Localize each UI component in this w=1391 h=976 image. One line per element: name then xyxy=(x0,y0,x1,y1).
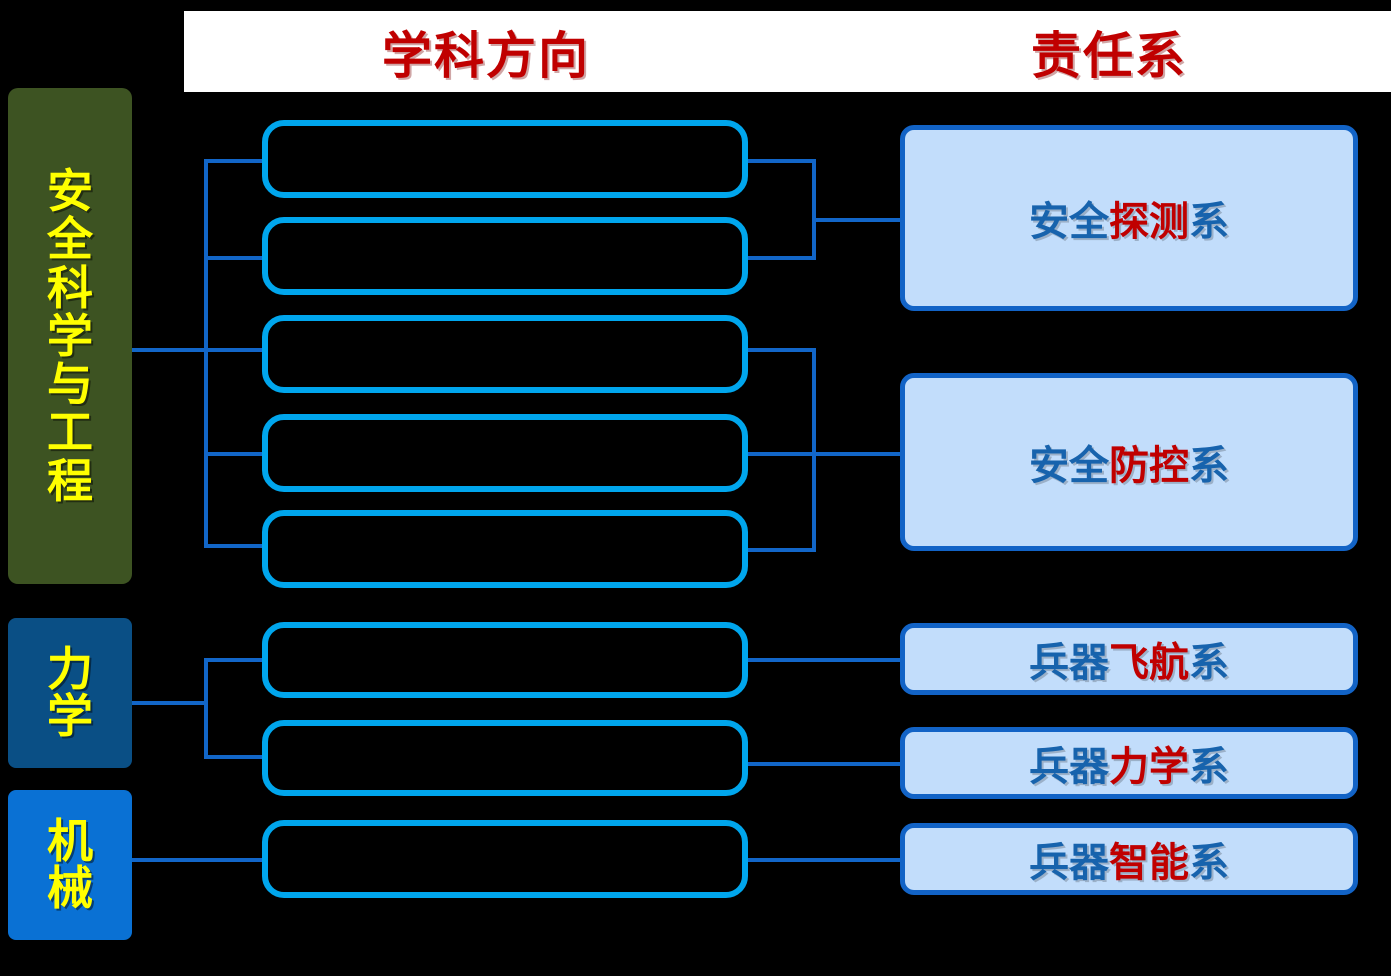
department-label: 兵器力学系 xyxy=(1029,734,1229,792)
connector-out-dir-1 xyxy=(748,159,816,163)
direction-box-3[interactable] xyxy=(262,315,748,393)
discipline-char: 工 xyxy=(47,405,93,460)
department-prefix: 安全 xyxy=(1029,199,1109,245)
connector-branch-dir-4 xyxy=(204,452,264,456)
discipline-char: 学 xyxy=(47,308,93,363)
department-weapon-flight[interactable]: 兵器飞航系 xyxy=(900,623,1358,695)
connector-trunk-safety xyxy=(132,348,206,352)
discipline-safety-science-engineering[interactable]: 安 全 科 学 与 工 程 xyxy=(8,88,132,584)
direction-box-1[interactable] xyxy=(262,120,748,198)
connector-out-dir-2 xyxy=(748,256,816,260)
department-highlight: 力学 xyxy=(1109,744,1189,790)
discipline-char: 安 xyxy=(47,163,93,218)
connector-branch-dir-6 xyxy=(204,658,264,662)
direction-box-2[interactable] xyxy=(262,217,748,295)
discipline-machinery[interactable]: 机 械 xyxy=(8,790,132,940)
connector-branch-dir-2 xyxy=(204,256,264,260)
connector-trunk-machinery xyxy=(132,858,264,862)
department-safety-detection[interactable]: 安全探测系 xyxy=(900,125,1358,311)
connector-branch-dir-7 xyxy=(204,755,264,759)
department-label: 安全探测系 xyxy=(1029,189,1229,247)
department-suffix: 系 xyxy=(1189,640,1229,686)
connector-spine-safety xyxy=(204,159,208,548)
connector-into-weapon-flight xyxy=(748,658,902,662)
department-suffix: 系 xyxy=(1189,443,1229,489)
connector-into-prevention xyxy=(812,452,902,456)
department-prefix: 兵器 xyxy=(1029,640,1109,686)
discipline-char: 程 xyxy=(47,453,93,508)
connector-into-weapon-intelligence xyxy=(748,858,902,862)
department-label: 安全防控系 xyxy=(1029,433,1229,491)
discipline-mechanics[interactable]: 力 学 xyxy=(8,618,132,768)
department-prefix: 兵器 xyxy=(1029,744,1109,790)
connector-into-detection xyxy=(812,218,902,222)
department-suffix: 系 xyxy=(1189,199,1229,245)
discipline-char: 科 xyxy=(47,260,93,315)
connector-out-dir-3 xyxy=(748,348,816,352)
department-prefix: 兵器 xyxy=(1029,840,1109,886)
department-highlight: 飞航 xyxy=(1109,640,1189,686)
department-suffix: 系 xyxy=(1189,840,1229,886)
department-suffix: 系 xyxy=(1189,744,1229,790)
department-weapon-mechanics[interactable]: 兵器力学系 xyxy=(900,727,1358,799)
connector-into-weapon-mechanics xyxy=(748,762,902,766)
connector-branch-dir-5 xyxy=(204,544,264,548)
department-highlight: 智能 xyxy=(1109,840,1189,886)
header-banner: 学科方向 责任系 xyxy=(184,11,1391,92)
department-label: 兵器智能系 xyxy=(1029,830,1229,888)
direction-box-4[interactable] xyxy=(262,414,748,492)
connector-branch-dir-3 xyxy=(204,348,264,352)
discipline-char: 力 xyxy=(47,642,93,697)
connector-out-dir-4 xyxy=(748,452,816,456)
department-highlight: 探测 xyxy=(1109,199,1189,245)
column-header-discipline-direction: 学科方向 xyxy=(382,26,590,85)
discipline-char: 机 xyxy=(47,814,93,869)
connector-trunk-mechanics xyxy=(132,701,208,705)
discipline-char: 与 xyxy=(47,357,93,412)
direction-box-7[interactable] xyxy=(262,720,748,796)
discipline-char: 学 xyxy=(47,689,93,743)
connector-out-dir-5 xyxy=(748,548,816,552)
discipline-char: 全 xyxy=(47,212,93,267)
department-safety-prevention-control[interactable]: 安全防控系 xyxy=(900,373,1358,551)
direction-box-5[interactable] xyxy=(262,510,748,588)
connector-branch-dir-1 xyxy=(204,159,264,163)
direction-box-6[interactable] xyxy=(262,622,748,698)
column-header-responsible-department: 责任系 xyxy=(1031,26,1187,85)
connector-merge-detection xyxy=(812,159,816,260)
department-label: 兵器飞航系 xyxy=(1029,630,1229,688)
connector-spine-mechanics xyxy=(204,658,208,758)
direction-box-8[interactable] xyxy=(262,820,748,898)
discipline-char: 械 xyxy=(47,861,93,915)
department-prefix: 安全 xyxy=(1029,443,1109,489)
connector-merge-prevention xyxy=(812,348,816,552)
department-highlight: 防控 xyxy=(1109,443,1189,489)
department-weapon-intelligence[interactable]: 兵器智能系 xyxy=(900,823,1358,895)
